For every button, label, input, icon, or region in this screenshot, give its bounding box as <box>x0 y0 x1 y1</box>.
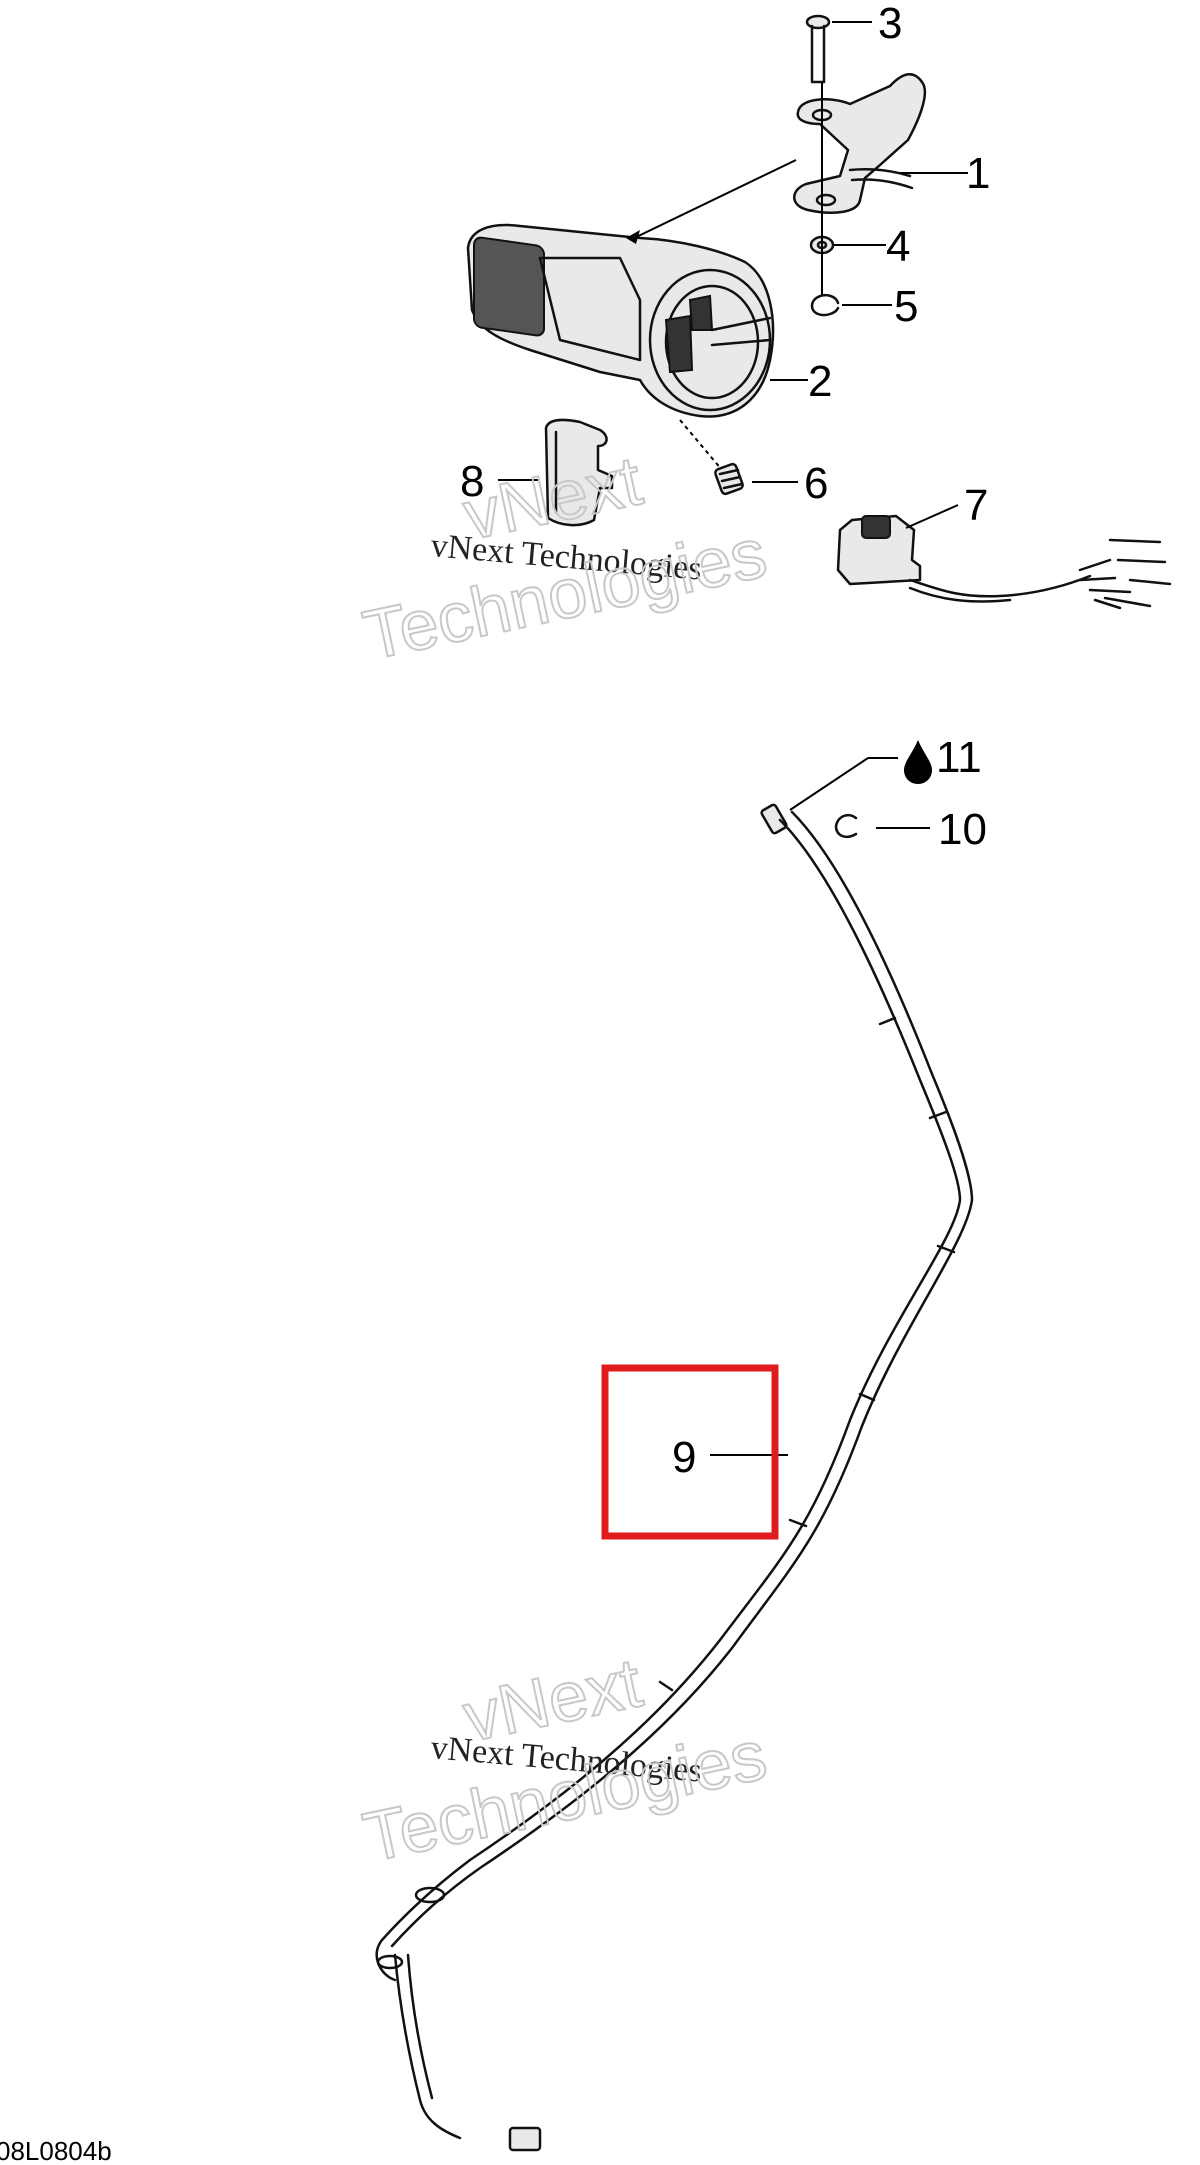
callout-4: 4 <box>886 222 910 271</box>
part-3-screw: 3 <box>805 0 902 84</box>
watermark-bottom: vNext Technologies vNext Technologies <box>356 1642 774 1877</box>
watermark-top-line2: Technologies <box>357 513 773 674</box>
part-11-lubricant-point: 11 <box>789 733 982 811</box>
highlight-box <box>601 1364 779 1540</box>
callout-5: 5 <box>894 282 918 331</box>
watermark-top: vNext Technologies vNext Technologies <box>356 440 774 675</box>
callout-11: 11 <box>936 733 982 782</box>
callout-3: 3 <box>878 0 902 48</box>
part-6-set-screw: 6 <box>679 419 828 508</box>
callout-1: 1 <box>966 149 990 198</box>
part-7-switch: 7 <box>836 481 1172 610</box>
part-9-cable <box>375 803 974 2152</box>
part-10-clip: 10 <box>834 805 987 854</box>
callout-6: 6 <box>804 459 828 508</box>
callout-2: 2 <box>808 357 832 406</box>
figure-code: 08L0804b <box>0 2136 112 2165</box>
callout-7: 7 <box>964 481 988 530</box>
part-8-cover: 8 <box>460 418 614 527</box>
watermark-bottom-line2: Technologies <box>357 1715 773 1876</box>
callout-10: 10 <box>938 805 987 854</box>
oil-drop-icon <box>904 740 932 784</box>
callout-8: 8 <box>460 457 484 506</box>
part-5-e-clip: 5 <box>810 282 918 331</box>
watermark-bottom-line1: vNext <box>457 1643 648 1756</box>
callout-9: 9 <box>672 1433 696 1482</box>
part-1-lever: 1 <box>793 73 990 214</box>
watermark-top-line1: vNext <box>457 441 648 554</box>
part-4-washer: 4 <box>809 222 910 271</box>
part-2-housing: 2 <box>466 159 832 418</box>
